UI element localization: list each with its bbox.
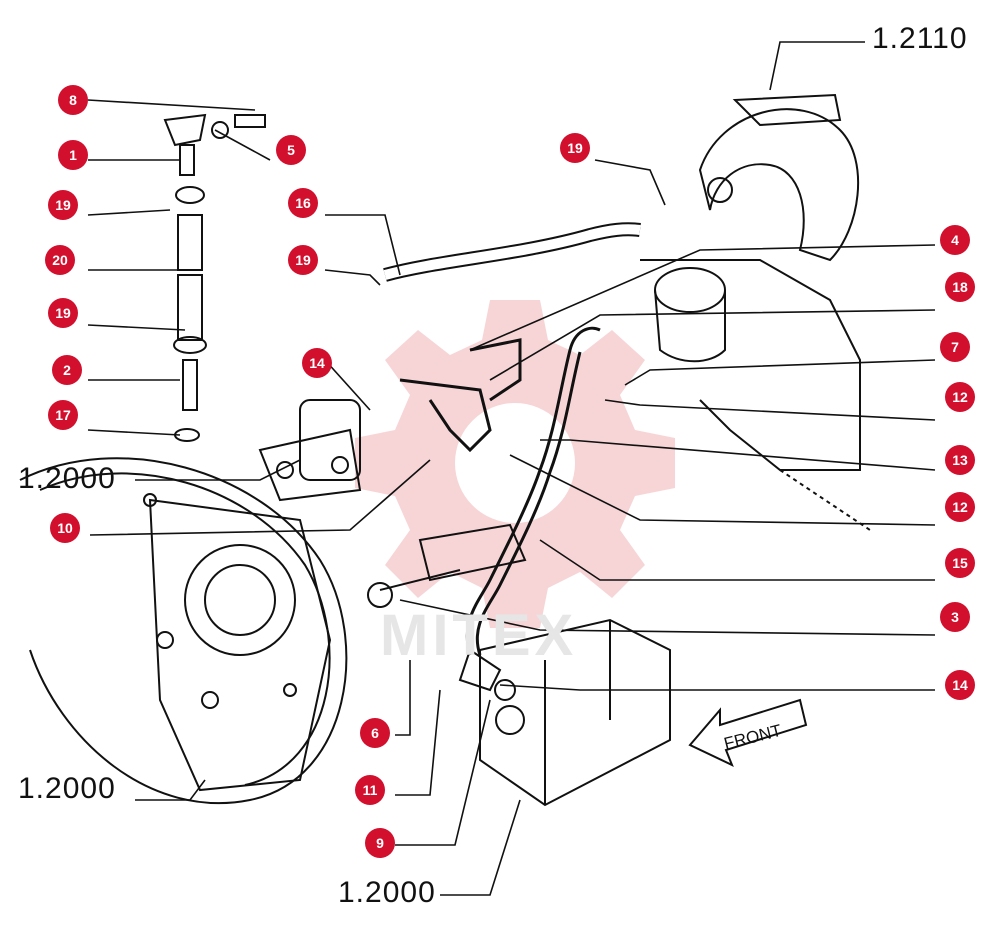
callout-15[interactable]: 15 bbox=[945, 548, 975, 578]
callout-16[interactable]: 16 bbox=[288, 188, 318, 218]
callout-19[interactable]: 19 bbox=[560, 133, 590, 163]
callout-9[interactable]: 9 bbox=[365, 828, 395, 858]
callout-11[interactable]: 11 bbox=[355, 775, 385, 805]
callout-6[interactable]: 6 bbox=[360, 718, 390, 748]
callout-4[interactable]: 4 bbox=[940, 225, 970, 255]
front-arrow bbox=[688, 698, 808, 768]
reference-label: 1.2110 bbox=[872, 22, 968, 55]
reference-label: 1.2000 bbox=[338, 876, 436, 909]
callout-20[interactable]: 20 bbox=[45, 245, 75, 275]
flywheel-housing bbox=[19, 457, 348, 805]
callout-10[interactable]: 10 bbox=[50, 513, 80, 543]
reference-label: 1.2000 bbox=[18, 462, 116, 495]
reference-label: 1.2000 bbox=[18, 772, 116, 805]
callout-14[interactable]: 14 bbox=[302, 348, 332, 378]
vertical-part-stack bbox=[163, 113, 266, 442]
callout-1[interactable]: 1 bbox=[58, 140, 88, 170]
engine-housing bbox=[640, 93, 871, 531]
callout-3[interactable]: 3 bbox=[940, 602, 970, 632]
leader-lines bbox=[87, 41, 936, 896]
callout-19[interactable]: 19 bbox=[48, 298, 78, 328]
callout-18[interactable]: 18 bbox=[945, 272, 975, 302]
filter-and-valve bbox=[258, 399, 527, 608]
callout-5[interactable]: 5 bbox=[276, 135, 306, 165]
pipework bbox=[383, 222, 641, 656]
watermark-text: MITEX bbox=[380, 603, 578, 668]
callout-19[interactable]: 19 bbox=[48, 190, 78, 220]
callout-14[interactable]: 14 bbox=[945, 670, 975, 700]
callout-2[interactable]: 2 bbox=[52, 355, 82, 385]
callout-19[interactable]: 19 bbox=[288, 245, 318, 275]
callout-17[interactable]: 17 bbox=[48, 400, 78, 430]
callout-12[interactable]: 12 bbox=[945, 492, 975, 522]
callout-8[interactable]: 8 bbox=[58, 85, 88, 115]
callout-7[interactable]: 7 bbox=[940, 332, 970, 362]
callout-12[interactable]: 12 bbox=[945, 382, 975, 412]
watermark-gear bbox=[355, 300, 675, 628]
hydraulic-pump bbox=[458, 618, 671, 807]
callout-13[interactable]: 13 bbox=[945, 445, 975, 475]
